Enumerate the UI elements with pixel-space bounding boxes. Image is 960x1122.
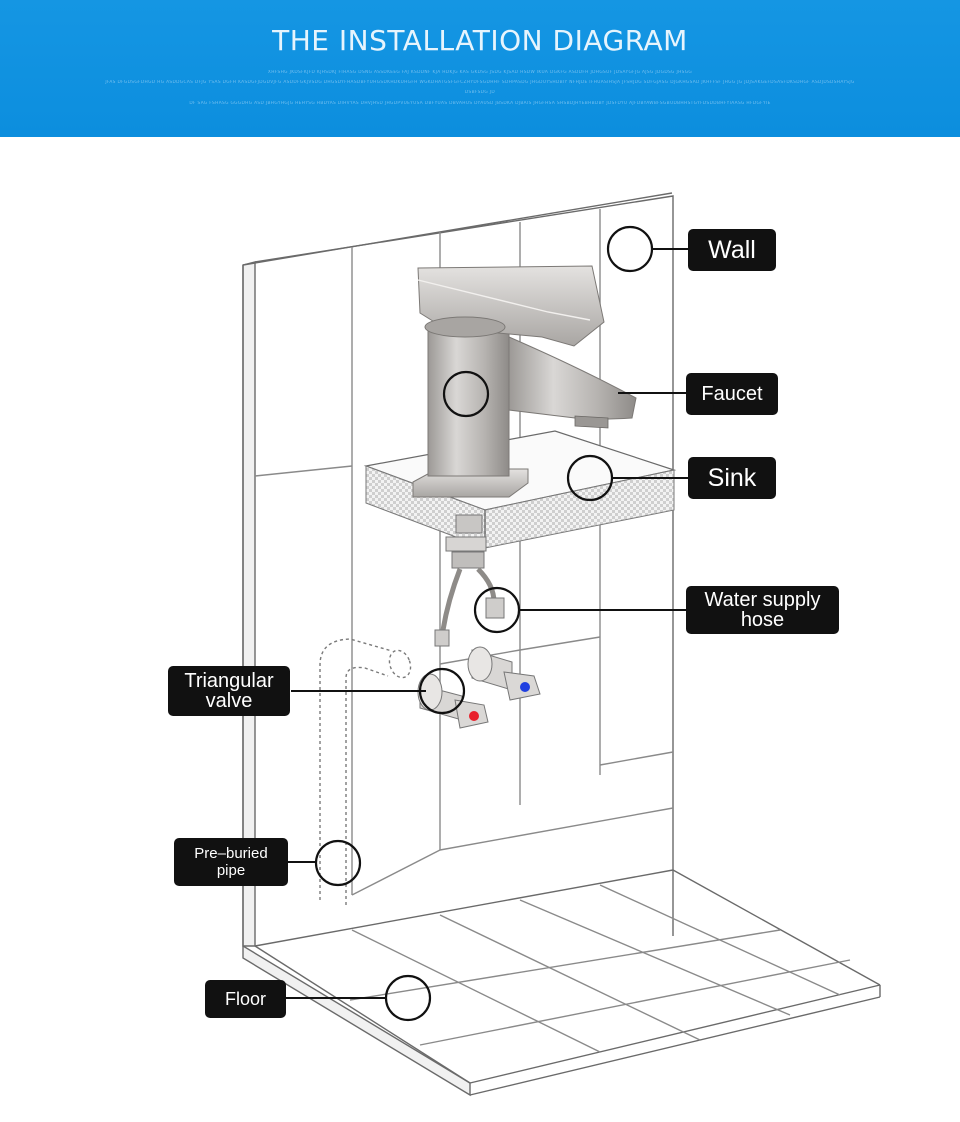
label-floor: Floor [205,980,286,1018]
label-sink-text: Sink [707,463,757,492]
label-wall: Wall [688,229,776,271]
page-title: THE INSTALLATION DIAGRAM [272,24,688,57]
pipe-marker [314,839,362,887]
banner-fine-print-4: DF SAG FSHASG GGGDHG ASD JBHGYHGJG HEHYS… [189,101,771,106]
label-wall-text: Wall [708,235,756,264]
label-faucet-text: Faucet [701,383,763,405]
red-dot-icon [469,711,479,721]
blue-dot-icon [520,682,530,692]
supply-hoses [434,514,505,647]
label-sink: Sink [688,457,776,499]
installation-diagram: Wall Faucet Sink Water supply hose Trian… [0,137,960,1117]
label-triangular-valve: Triangular valve [168,666,290,716]
hose-marker [473,586,521,634]
banner-fine-print-2: JFAS DFGDSGFDHGD HG ASDDGCAS DFJG YSAS D… [105,80,855,85]
sink-marker [566,454,614,502]
triangular-valves [417,646,541,729]
diagram-illustration [242,192,881,1097]
label-hose-text: Water supply hose [704,589,821,631]
floor-marker [384,974,432,1022]
banner-fine-print-1: XHFSHG JKDSFKJFD KJHSDKJ FIHASG DSNG ASS… [267,70,693,75]
valve-marker [418,667,466,715]
wall-marker [606,225,654,273]
label-pipe-text: Pre–buried pipe [194,845,268,879]
faucet-body [412,265,637,498]
title-banner: THE INSTALLATION DIAGRAM XHFSHG JKDSFKJF… [0,0,960,137]
leader-lines [286,248,688,999]
label-faucet: Faucet [686,373,778,415]
label-pre-buried-pipe: Pre–buried pipe [174,838,288,886]
faucet-marker [442,370,490,418]
label-valve-text: Triangular valve [184,670,274,712]
banner-fine-print-3: DSBFSDG JD [464,90,496,95]
label-water-supply-hose: Water supply hose [686,586,839,634]
label-floor-text: Floor [224,988,266,1009]
pre-buried-pipe [319,638,412,905]
marker-circles [314,225,654,1022]
